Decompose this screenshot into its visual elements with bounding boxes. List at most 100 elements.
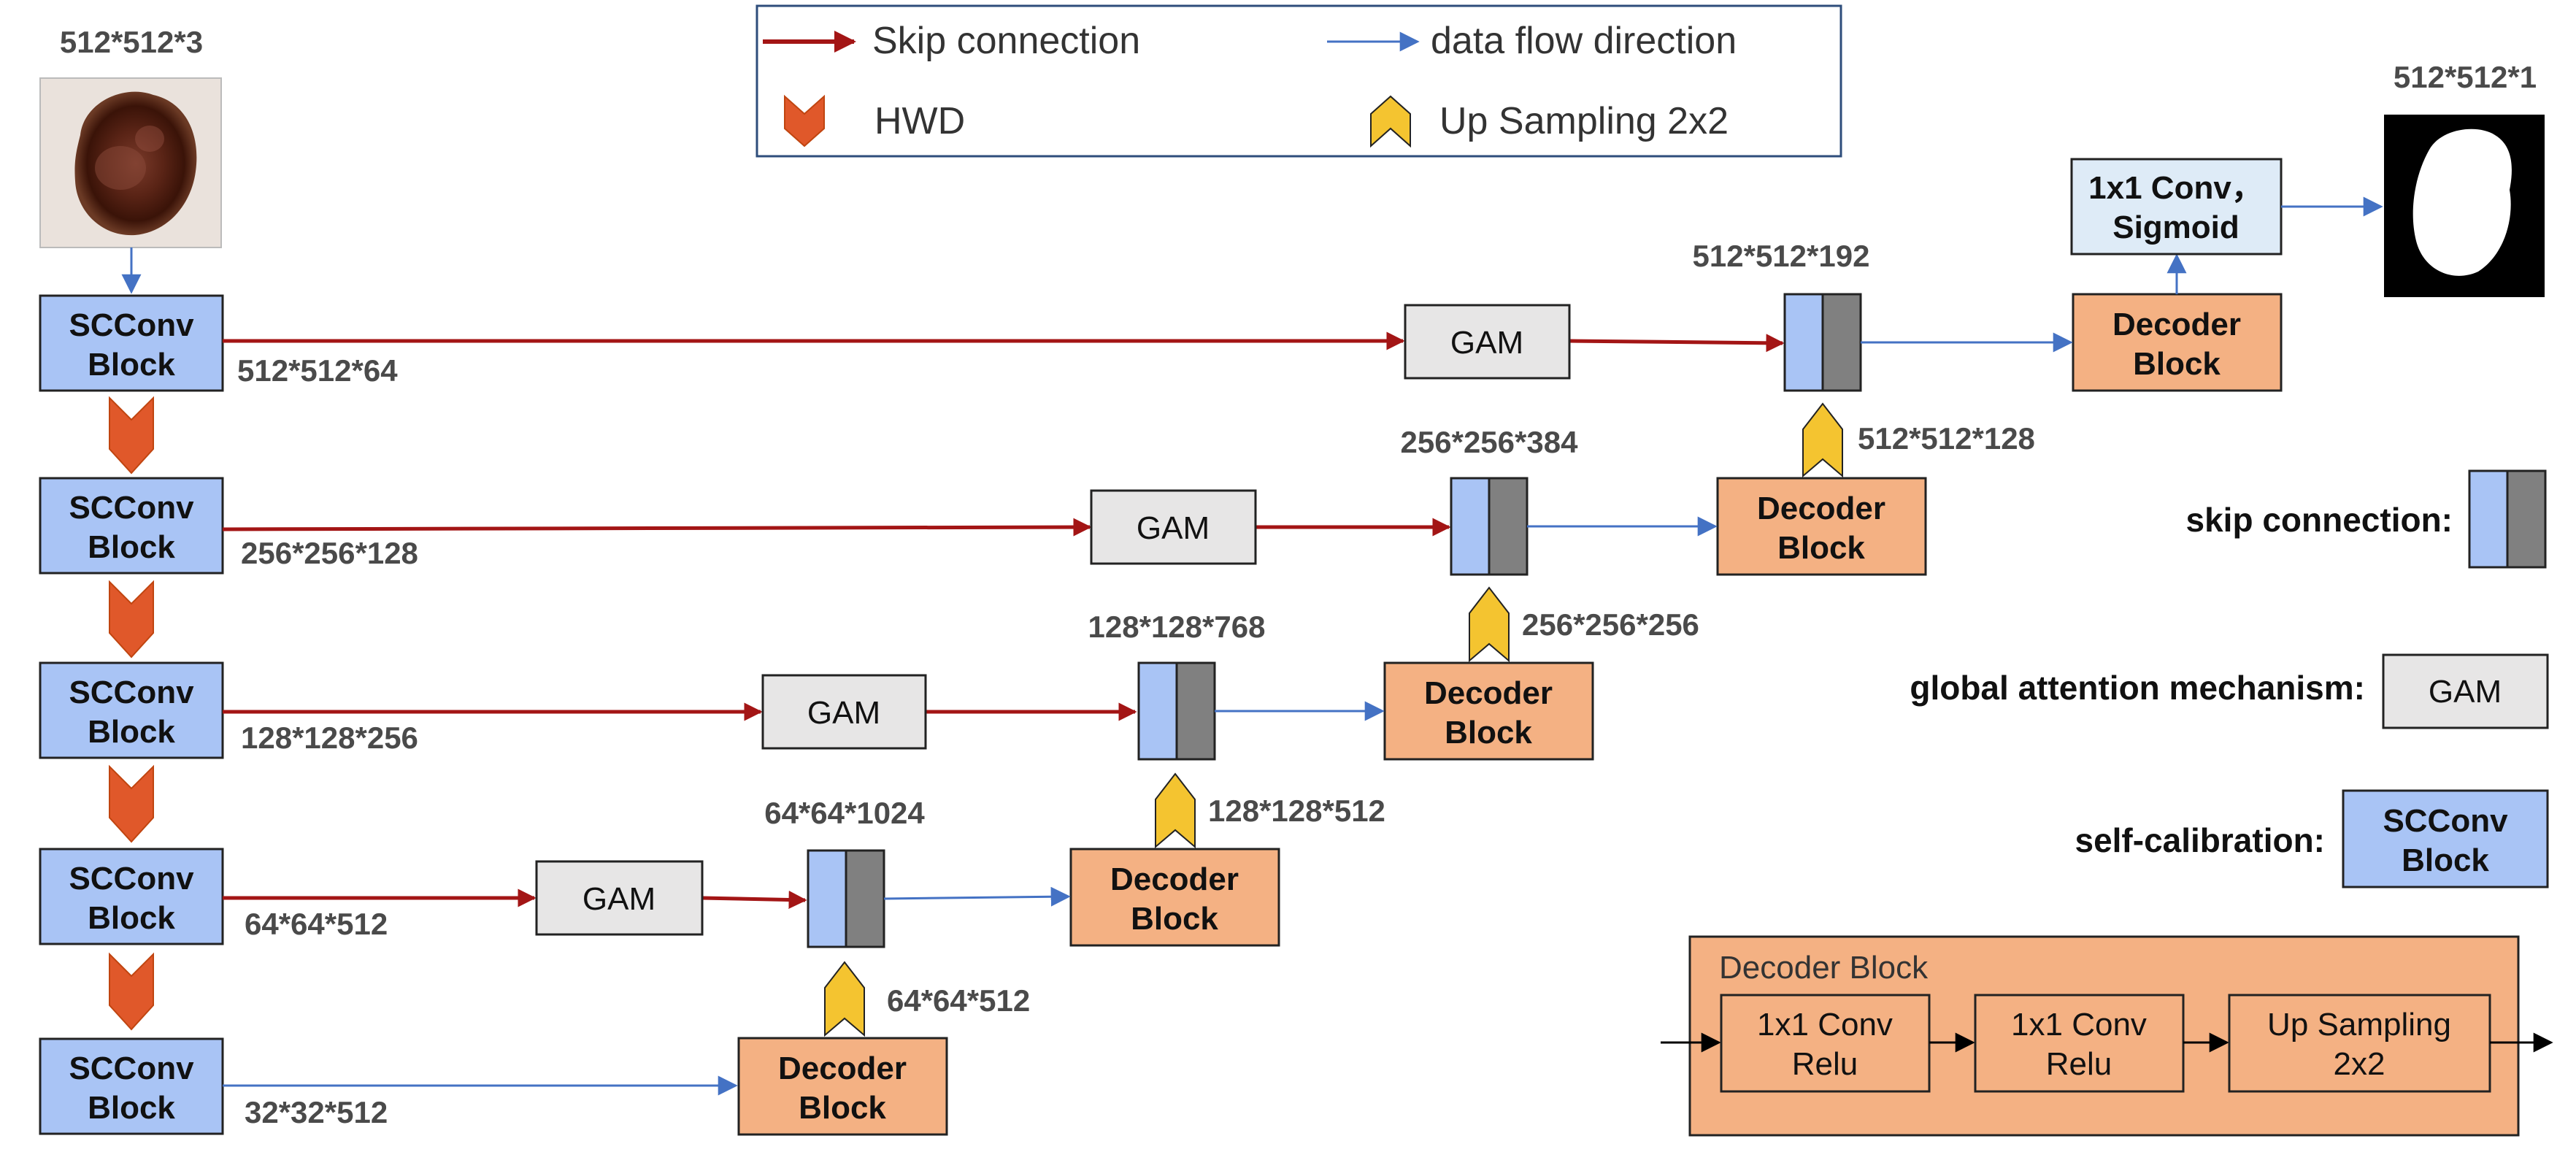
- concat-block-3: [1137, 661, 1216, 761]
- svg-text:SCConv: SCConv: [69, 675, 194, 710]
- concat-dim-1: 512*512*192: [1693, 239, 1870, 273]
- svg-text:Block: Block: [88, 714, 175, 750]
- gam-box-4: GAM: [535, 860, 704, 936]
- svg-text:SCConv: SCConv: [69, 1051, 194, 1086]
- side-legend-scconv-box: SCConv Block: [2342, 789, 2549, 888]
- side-legend-skip-icon: [2468, 469, 2547, 569]
- svg-text:Block: Block: [1777, 530, 1865, 566]
- svg-text:Block: Block: [88, 529, 175, 565]
- upsample-dim-1: 64*64*512: [887, 983, 1030, 1018]
- svg-text:Block: Block: [2133, 346, 2221, 382]
- encoder-dim-4: 64*64*512: [245, 907, 388, 941]
- hwd-chevron-4: [109, 952, 154, 1031]
- svg-text:Sigmoid: Sigmoid: [2112, 210, 2239, 245]
- input-lesion-image: [39, 77, 222, 248]
- encoder-dim-1: 512*512*64: [237, 353, 398, 388]
- hwd-chevron-2: [109, 580, 154, 659]
- upsample-icon-1: [824, 961, 865, 1037]
- skip-arrow-2a: [222, 518, 1092, 537]
- svg-text:Decoder: Decoder: [2112, 307, 2241, 342]
- side-legend-gam-box: GAM: [2382, 653, 2549, 729]
- svg-text:GAM: GAM: [807, 695, 880, 731]
- svg-text:Block: Block: [88, 1090, 175, 1126]
- svg-text:Block: Block: [88, 347, 175, 383]
- svg-text:Block: Block: [2402, 842, 2489, 878]
- gam-box-3: GAM: [761, 674, 927, 750]
- concat-dim-2: 256*256*384: [1401, 425, 1579, 459]
- side-legend-gam-label: global attention mechanism:: [1910, 669, 2365, 707]
- encoder-block-3: SCConv Block: [39, 661, 224, 759]
- svg-text:Block: Block: [88, 900, 175, 936]
- svg-text:Block: Block: [1445, 715, 1532, 750]
- svg-text:SCConv: SCConv: [69, 490, 194, 526]
- encoder-dim-5: 32*32*512: [245, 1095, 388, 1129]
- encoder-block-2: SCConv Block: [39, 477, 224, 575]
- legend-upsample-icon: [1370, 95, 1411, 148]
- svg-text:1x1 Conv，: 1x1 Conv，: [2088, 170, 2264, 206]
- encoder-dim-2: 256*256*128: [241, 536, 418, 570]
- svg-text:Block: Block: [799, 1090, 886, 1126]
- output-dim-label: 512*512*1: [2394, 60, 2537, 94]
- top-legend: Skip connection data flow direction HWD …: [756, 4, 1842, 158]
- decoder-detail-title: Decoder Block: [1719, 950, 1929, 986]
- upsample-icon-4: [1802, 402, 1843, 478]
- decoder-detail-box-1: 1x1 Conv Relu: [1720, 994, 1931, 1093]
- svg-text:1x1 Conv: 1x1 Conv: [2011, 1007, 2147, 1043]
- output-mask-image: [2384, 115, 2545, 297]
- decoder-block-5: Decoder Block: [2072, 293, 2283, 392]
- svg-text:Relu: Relu: [2046, 1046, 2112, 1082]
- decoder-detail-box-3: Up Sampling 2x2: [2228, 994, 2491, 1093]
- svg-text:Up Sampling: Up Sampling: [2267, 1007, 2451, 1043]
- hwd-chevron-3: [109, 764, 154, 843]
- concat-dim-3: 128*128*768: [1088, 610, 1266, 644]
- svg-text:Decoder: Decoder: [1757, 491, 1885, 526]
- upsample-icon-3: [1469, 586, 1510, 663]
- svg-text:1x1 Conv: 1x1 Conv: [1757, 1007, 1893, 1043]
- decoder-block-2: Decoder Block: [1069, 848, 1280, 947]
- upsample-dim-4: 512*512*128: [1858, 421, 2035, 456]
- upsample-icon-2: [1155, 772, 1196, 849]
- side-legend-selfcalib-label: self-calibration:: [2075, 821, 2325, 859]
- input-dim-label: 512*512*3: [60, 25, 203, 59]
- svg-text:SCConv: SCConv: [69, 861, 194, 897]
- concat-block-1: [1783, 293, 1862, 392]
- decoder-block-4: Decoder Block: [1716, 477, 1927, 576]
- concat-block-2: [1450, 477, 1529, 576]
- upsample-dim-2: 128*128*512: [1208, 794, 1385, 828]
- svg-text:Decoder: Decoder: [1110, 861, 1239, 897]
- svg-text:GAM: GAM: [1137, 510, 1210, 546]
- encoder-dim-3: 128*128*256: [241, 721, 418, 755]
- decoder-block-1: Decoder Block: [737, 1037, 948, 1136]
- svg-text:2x2: 2x2: [2334, 1046, 2385, 1082]
- svg-text:GAM: GAM: [1450, 325, 1523, 361]
- skip-arrow-4b: [701, 891, 807, 910]
- upsample-dim-3: 256*256*256: [1522, 607, 1699, 642]
- svg-text:SCConv: SCConv: [2383, 803, 2508, 839]
- skip-arrow-1b: [1569, 334, 1785, 353]
- svg-text:GAM: GAM: [583, 881, 655, 917]
- svg-text:Block: Block: [1131, 901, 1218, 937]
- encoder-block-1: SCConv Block: [39, 294, 224, 392]
- svg-text:Decoder: Decoder: [778, 1051, 907, 1086]
- svg-text:GAM: GAM: [2429, 674, 2502, 710]
- hwd-chevron-1: [109, 396, 154, 475]
- legend-upsample-label: Up Sampling 2x2: [1439, 100, 1729, 142]
- encoder-block-5: SCConv Block: [39, 1037, 224, 1135]
- decoder-detail-panel: Decoder Block 1x1 Conv Relu 1x1 Conv Rel…: [1661, 935, 2553, 1137]
- svg-text:SCConv: SCConv: [69, 307, 194, 343]
- decoder-detail-box-2: 1x1 Conv Relu: [1974, 994, 2185, 1093]
- gam-box-1: GAM: [1404, 304, 1571, 380]
- side-legend-skip-label: skip connection:: [2186, 501, 2453, 539]
- legend-skip-label: Skip connection: [872, 20, 1140, 62]
- decoder-block-3: Decoder Block: [1383, 661, 1594, 761]
- concat-block-4: [807, 849, 885, 948]
- legend-hwd-label: HWD: [874, 100, 965, 142]
- concat-dim-4: 64*64*1024: [764, 796, 925, 830]
- legend-hwd-icon: [784, 94, 825, 147]
- gam-box-2: GAM: [1090, 489, 1257, 565]
- legend-flow-label: data flow direction: [1431, 20, 1737, 62]
- svg-text:Relu: Relu: [1792, 1046, 1858, 1082]
- flow-arrow-concat4: [883, 886, 1071, 907]
- encoder-block-4: SCConv Block: [39, 848, 224, 945]
